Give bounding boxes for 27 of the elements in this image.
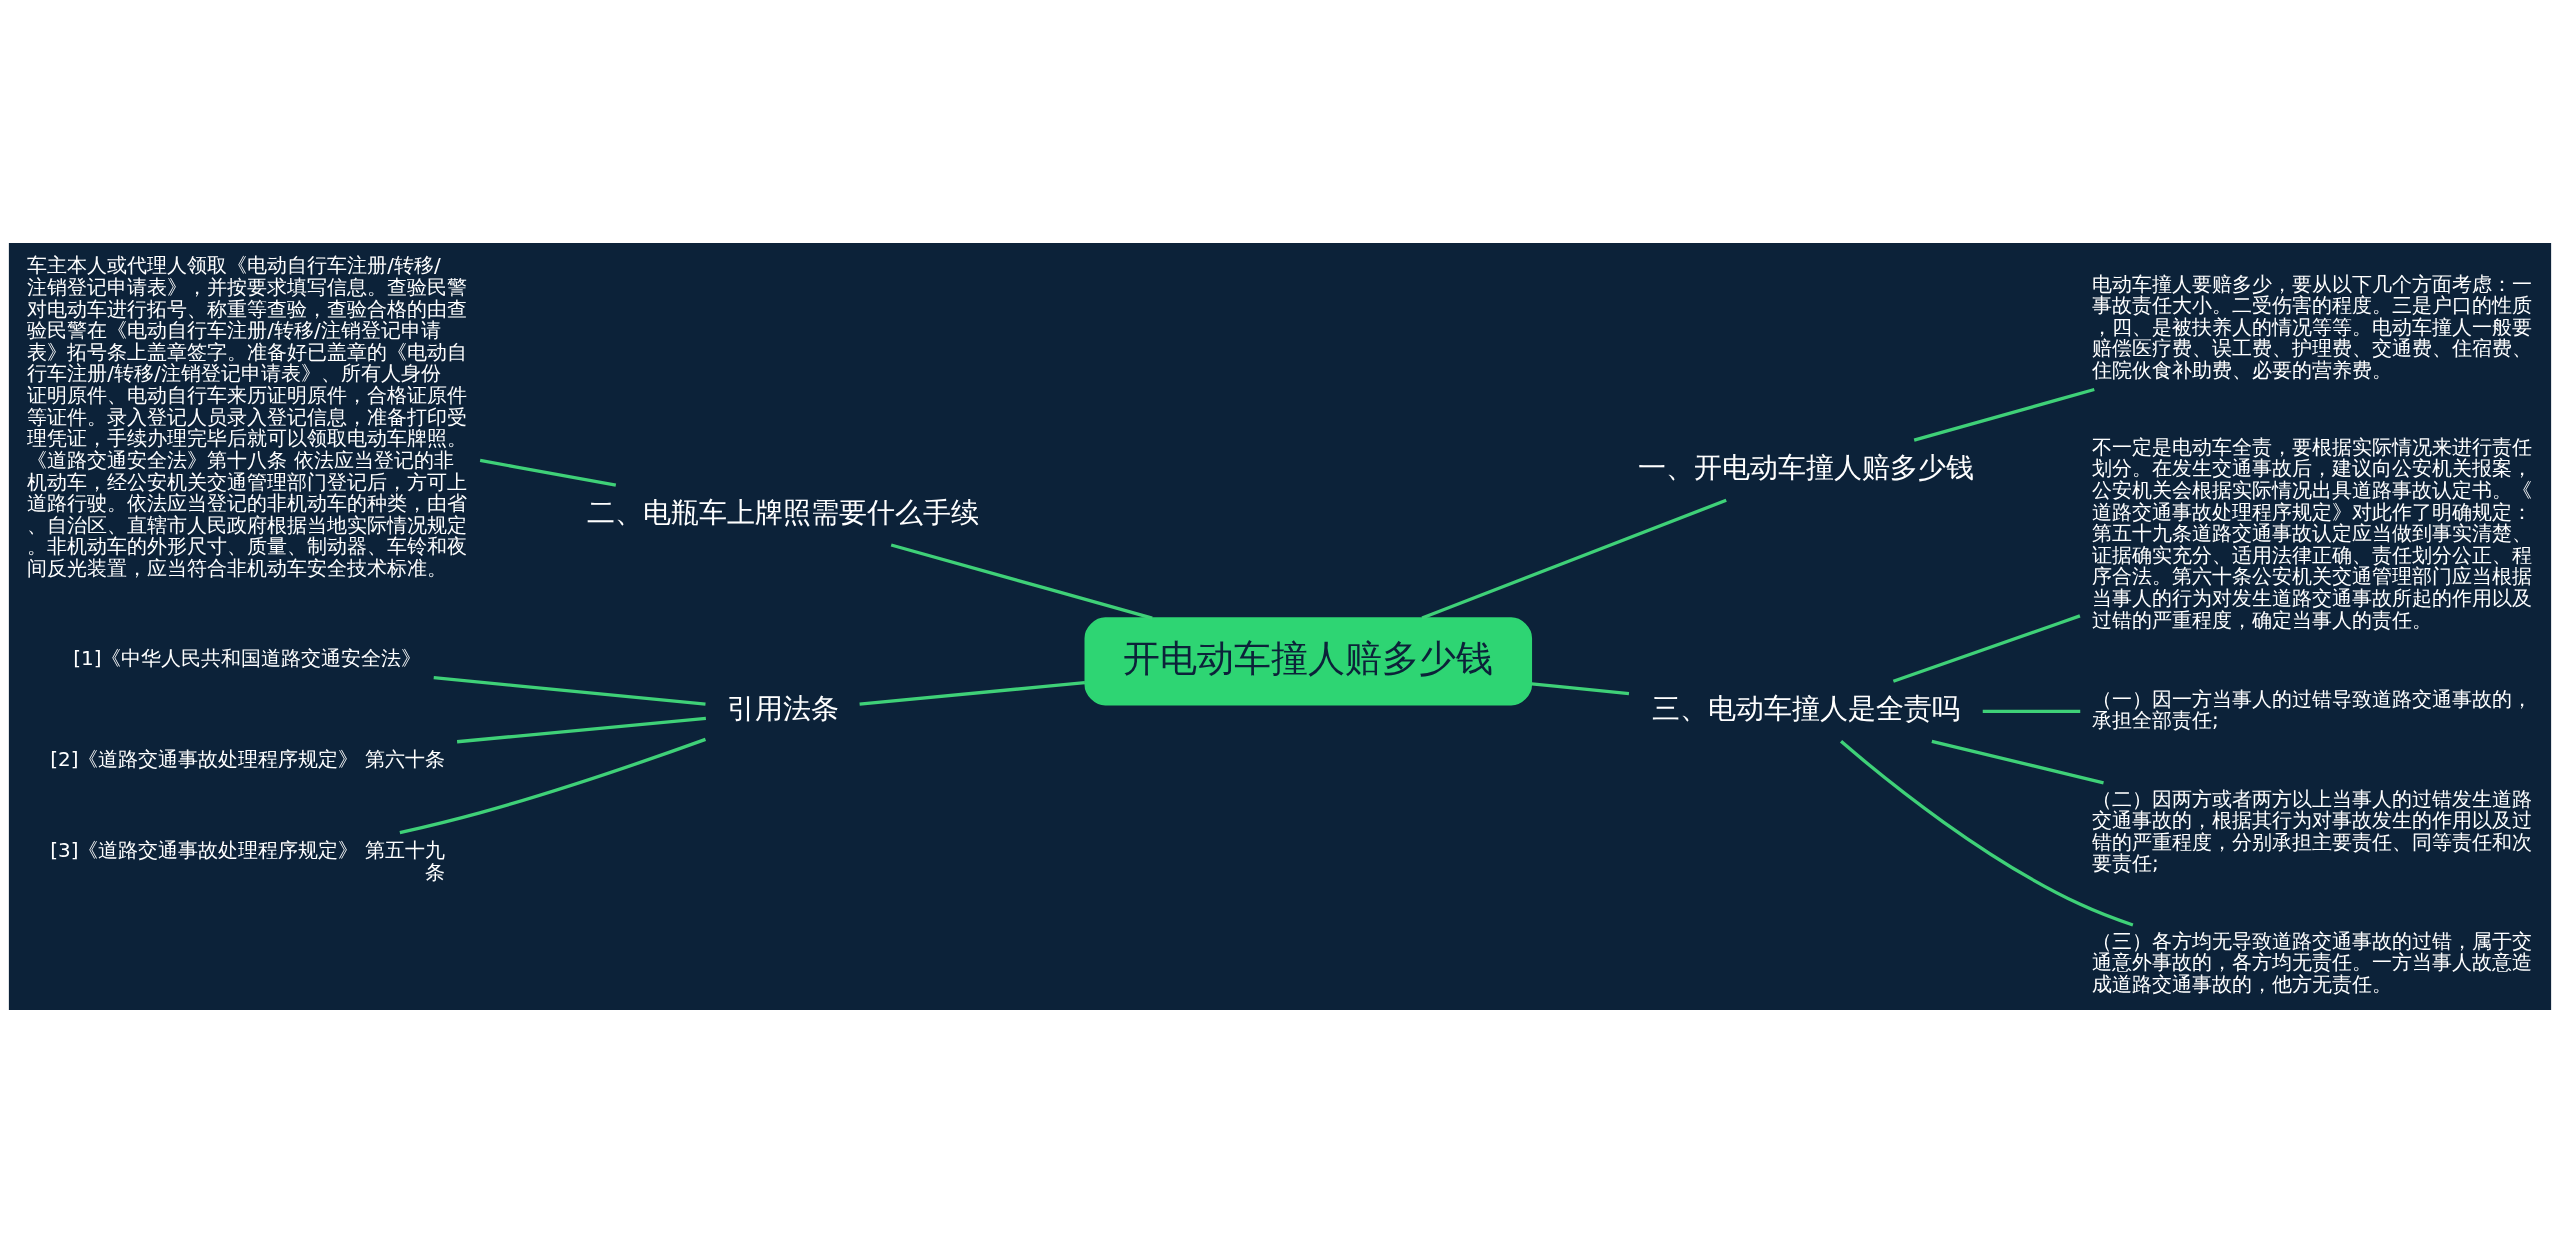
node-text: 二、电瓶车上牌照需要什么手续	[586, 495, 979, 529]
node-text: 引用法条	[726, 691, 839, 725]
node-text: （三）各方均无导致道路交通事故的过错，属于交通意外事故的，各方均无责任。一方当事人故意造成道路交通事故的，他方无责任。	[2091, 928, 2532, 996]
node-text: 一、开电动车撞人赔多少钱	[1637, 450, 1974, 484]
connector	[1892, 613, 2081, 683]
connector	[1982, 709, 2081, 713]
node-text: 车主本人或代理人领取《电动自行车注册/转移/注销登记申请表》，并按要求填写信息。查验民警对电动车进行拓号、称重等查验，查验合格的由查验民警在《电动自行车注册/转移/注销登记申请表》拓号条上盖章签字。准备好已盖章的《电动自行车注册/转移/注销登记申请表》、所有人身份证明原件、电动自行车来历证明原件，合格证原件等证件。录入登记人员录入登记信息，准备打印受理凭证，手续办理完毕后就可以领取电动车牌照。《道路交通安全法》第十八条 依法应当登记的非机动车，经公安机关交通管理部门登记后，方可上道路行驶。依法应当登记的非机动车的种类，由省、自治区、直辖市人民政府根据当地实际情况规定。非机动车的外形尺寸、质量、制动器、车铃和夜间反光装置，应当符合非机动车安全技术标准。	[27, 252, 468, 580]
connector	[433, 675, 706, 706]
node-text: [3]《道路交通事故处理程序规定》 第五十九条	[50, 837, 445, 884]
node-text: （二）因两方或者两方以上当事人的过错发生道路交通事故的，根据其行为对事故发生的作用以及过错的严重程度，分别承担主要责任、同等责任和次要责任;	[2091, 786, 2532, 875]
connector	[1531, 681, 1630, 695]
node-box: 开电动车撞人赔多少钱	[1084, 616, 1533, 706]
node-text: [1]《中华人民共和国道路交通安全法》	[73, 645, 422, 670]
connector	[1913, 387, 2095, 442]
connector	[1931, 739, 2104, 784]
node-text: 三、电动车撞人是全责吗	[1651, 691, 1960, 725]
node-text: （一）因一方当事人的过错导致道路交通事故的，承担全部责任;	[2091, 686, 2532, 732]
connector	[456, 716, 707, 743]
connector	[1839, 739, 2134, 927]
node-text: [2]《道路交通事故处理程序规定》 第六十条	[50, 746, 445, 771]
node-text: 不一定是电动车全责，要根据实际情况来进行责任划分。在发生交通事故后，建议向公安机关报案，公安机关会根据实际情况出具道路事故认定书。《道路交通事故处理程序规定》对此作了明确规定：第五十九条道路交通事故认定应当做到事实清楚、证据确实充分、适用法律正确、责任划分公正、程序合法。第六十条公安机关交通管理部门应当根据当事人的行为对发生道路交通事故所起的作用以及过错的严重程度，确定当事人的责任。	[2091, 434, 2532, 632]
connector	[1421, 498, 1727, 620]
connector	[399, 737, 707, 834]
connector	[890, 542, 1153, 620]
connector	[859, 680, 1086, 706]
connector	[479, 458, 617, 487]
node-text: 电动车撞人要赔多少，要从以下几个方面考虑：一事故责任大小。二受伤害的程度。三是户口的性质，四、是被扶养人的情况等等。电动车撞人一般要赔偿医疗费、误工费、护理费、交通费、住宿费、住院伙食补助费、必要的营养费。	[2091, 271, 2532, 382]
